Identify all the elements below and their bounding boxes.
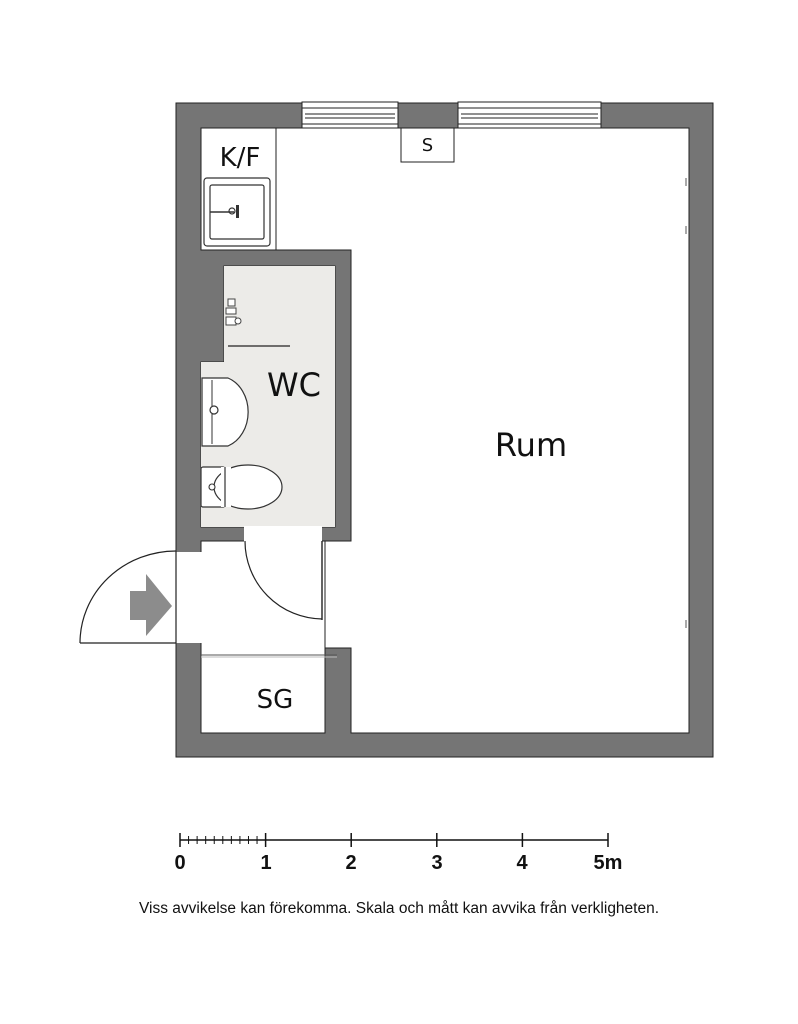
toilet-icon [200,464,283,510]
kitchen-label: K/F [220,143,261,173]
scale-label-0: 0 [174,852,185,874]
faucet-icon [225,298,242,326]
scale-label-3: 3 [431,852,442,874]
window-right [457,101,602,129]
scale-label-5: 5m [594,852,623,874]
wc-door [244,540,323,620]
wardrobe-label: SG [257,685,294,715]
wc-door-opening [244,526,322,542]
scale-label-4: 4 [516,852,528,874]
washbasin-icon [201,377,249,447]
walls [175,102,714,758]
sink-icon [203,177,271,247]
entry-arrow-icon [130,574,172,636]
window-left [301,101,399,129]
wc-floor [201,266,335,527]
scale-minor-ticks [188,836,258,844]
scale-label-1: 1 [260,852,271,874]
disclaimer-text: Viss avvikelse kan förekomma. Skala och … [138,900,660,917]
scale-label-2: 2 [345,852,356,874]
shelf-label: S [422,135,433,156]
shelf-box [400,127,455,163]
scale-major-ticks [179,833,609,847]
entry-door [79,550,177,644]
main-room-label: Rum [495,426,567,464]
scale-bar: 0 1 2 3 4 5m [174,833,622,874]
entry-door-opening [175,552,202,643]
wc-label: WC [267,366,321,404]
